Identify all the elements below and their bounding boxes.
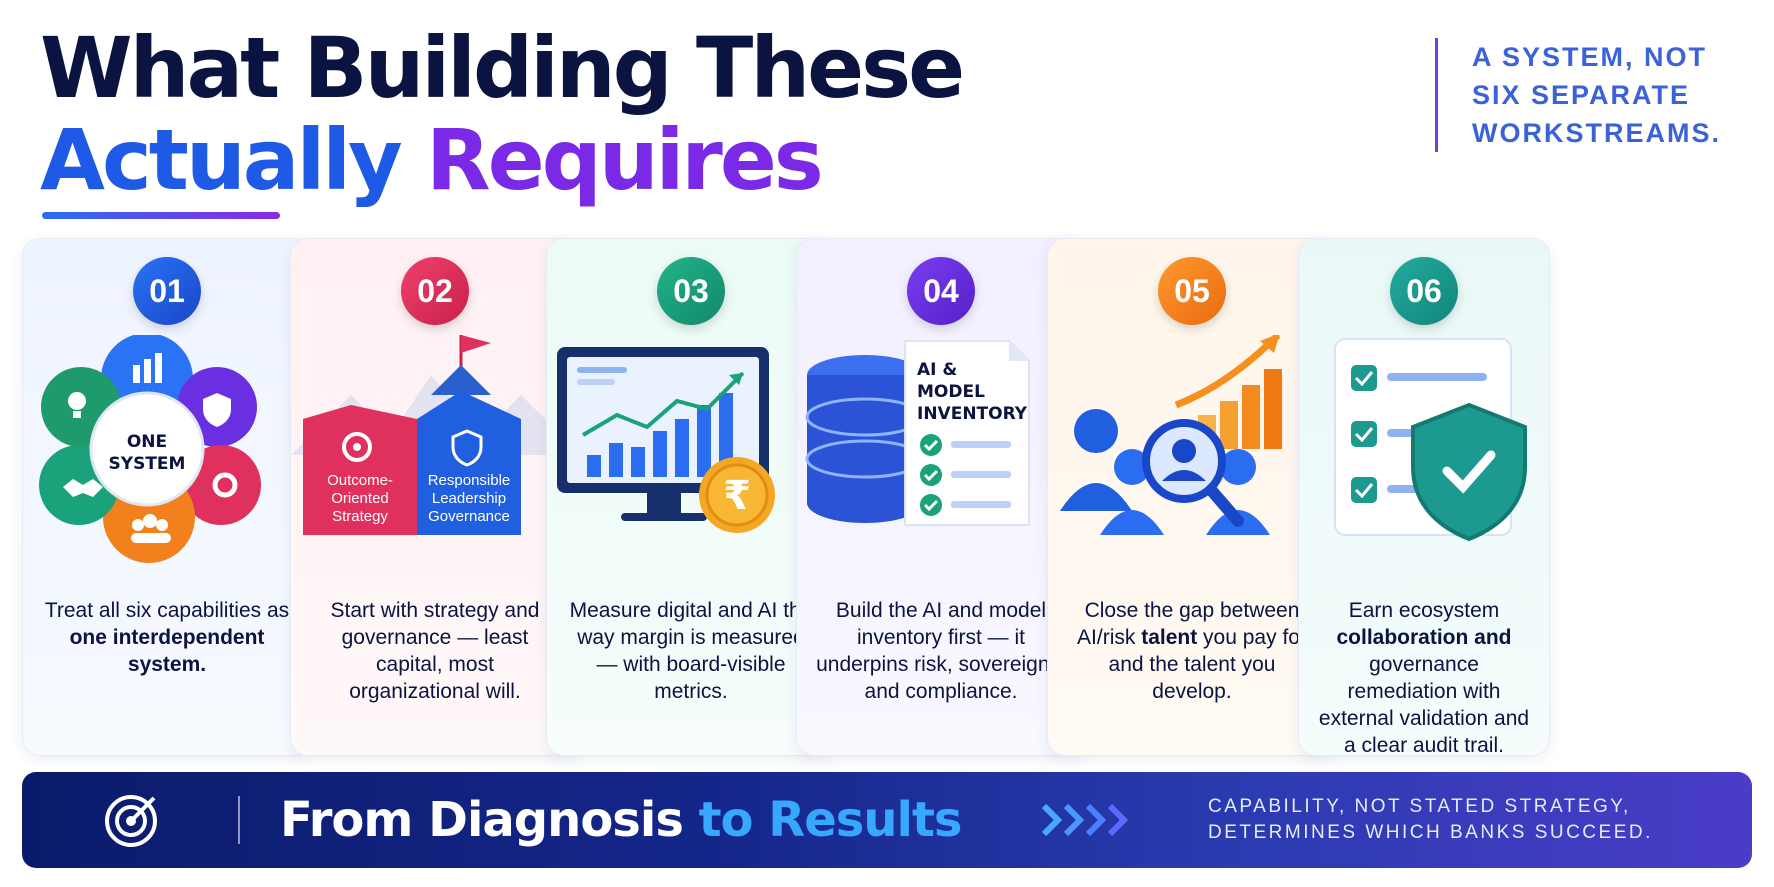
target-icon — [105, 795, 157, 847]
database-inventory-icon: AI & MODEL INVENTORY — [797, 335, 1085, 565]
card-description: Close the gap between AI/risk talent you… — [1066, 597, 1318, 705]
title-actually: Actually — [40, 111, 427, 209]
step-number-badge: 05 — [1158, 257, 1226, 325]
rupee-coin-icon: ₹ — [723, 473, 751, 519]
block-right-line: Responsible — [428, 472, 511, 489]
doc-title-line: INVENTORY — [917, 404, 1028, 424]
block-left-line: Strategy — [332, 508, 388, 525]
banner-subtext-line: CAPABILITY, NOT STATED STRATEGY, — [1208, 796, 1631, 817]
banner-subtext: CAPABILITY, NOT STATED STRATEGY, DETERMI… — [1208, 794, 1653, 846]
tagline-line: WORKSTREAMS. — [1472, 118, 1721, 148]
title-line-1: What Building These — [40, 19, 965, 117]
banner-divider — [238, 796, 240, 844]
card-06: 06 Earn ecosystem collaboration and gove… — [1298, 238, 1550, 756]
card-description: Start with strategy and governance — lea… — [330, 599, 540, 703]
card-text-bold: talent — [1141, 626, 1198, 649]
checkbox-icon — [1351, 477, 1377, 503]
block-left-line: Outcome- — [327, 472, 393, 489]
title-line-2: Actually Requires — [40, 114, 962, 206]
person-icon — [1074, 409, 1118, 453]
card-04: 04 AI & MODEL INVENTORY Build t — [796, 238, 1086, 756]
title-underline — [42, 212, 280, 219]
tagline-line: SIX SEPARATE — [1472, 80, 1691, 110]
tagline-line: A SYSTEM, NOT — [1472, 42, 1708, 72]
audit-checklist-shield-icon — [1299, 335, 1549, 565]
card-description: Earn ecosystem collaboration and governa… — [1317, 597, 1531, 756]
step-number-badge: 02 — [401, 257, 469, 325]
person-icon — [1114, 449, 1150, 485]
card-description: Measure digital and AI the way margin is… — [569, 599, 813, 703]
talent-search-icon — [1048, 332, 1336, 565]
chevrons-right-icon — [1041, 803, 1129, 837]
checkbox-icon — [1351, 365, 1377, 391]
title-requires: Requires — [426, 111, 824, 209]
card-text: Earn ecosystem — [1348, 599, 1500, 622]
card-05: 05 Close the gap between AI/ — [1047, 238, 1337, 756]
capability-cards: 01 ONE SYSTEM Treat a — [22, 238, 1754, 756]
person-icon — [1220, 449, 1256, 485]
card-03: 03 ₹ Measur — [546, 238, 836, 756]
card-text: you pay for and the talent you develop. — [1108, 626, 1307, 703]
hub-label-line: SYSTEM — [109, 454, 186, 474]
step-number-badge: 03 — [657, 257, 725, 325]
block-right-line: Leadership — [432, 490, 506, 507]
banner-title: From Diagnosis to Results — [280, 788, 963, 852]
doc-title-line: AI & — [917, 360, 957, 380]
hub-label-line: ONE — [127, 432, 167, 452]
step-number-badge: 06 — [1390, 257, 1458, 325]
checkbox-icon — [1351, 421, 1377, 447]
card-text: governance remediation with external val… — [1318, 653, 1530, 756]
step-number-badge: 01 — [133, 257, 201, 325]
one-system-wheel-icon: ONE SYSTEM — [23, 333, 311, 565]
block-left-line: Oriented — [331, 490, 389, 507]
monitor-growth-chart-icon: ₹ — [547, 335, 835, 565]
page-title: What Building These Actually Requires — [40, 19, 965, 206]
card-text: Treat all six capabilities as — [44, 599, 290, 622]
shield-check-icon — [451, 429, 483, 467]
card-description: Treat all six capabilities as one interd… — [41, 597, 293, 678]
shield-icon — [1411, 402, 1527, 542]
strategy-governance-blocks-icon: Outcome- Oriented Strategy Responsible L… — [291, 335, 579, 565]
card-text: Close the gap between AI/risk — [1077, 599, 1300, 649]
card-02: 02 Outcome- Oriented Strategy Responsibl… — [290, 238, 580, 756]
card-text-bold: one interdependent system. — [69, 626, 265, 676]
flag-icon — [461, 335, 491, 353]
banner-title-b: to Results — [698, 792, 963, 848]
target-icon — [342, 432, 372, 462]
block-right-line: Governance — [428, 508, 510, 525]
step-number-badge: 04 — [907, 257, 975, 325]
tagline: A SYSTEM, NOT SIX SEPARATE WORKSTREAMS. — [1435, 38, 1755, 152]
banner-subtext-line: DETERMINES WHICH BANKS SUCCEED. — [1208, 822, 1653, 843]
footer-banner: From Diagnosis to Results CAPABILITY, NO… — [22, 772, 1752, 868]
banner-title-a: From Diagnosis — [280, 792, 699, 848]
card-01: 01 ONE SYSTEM Treat a — [22, 238, 312, 756]
card-description: Build the AI and model inventory first —… — [816, 599, 1066, 703]
card-text-bold: collaboration and — [1336, 626, 1512, 649]
doc-title-line: MODEL — [917, 382, 985, 402]
